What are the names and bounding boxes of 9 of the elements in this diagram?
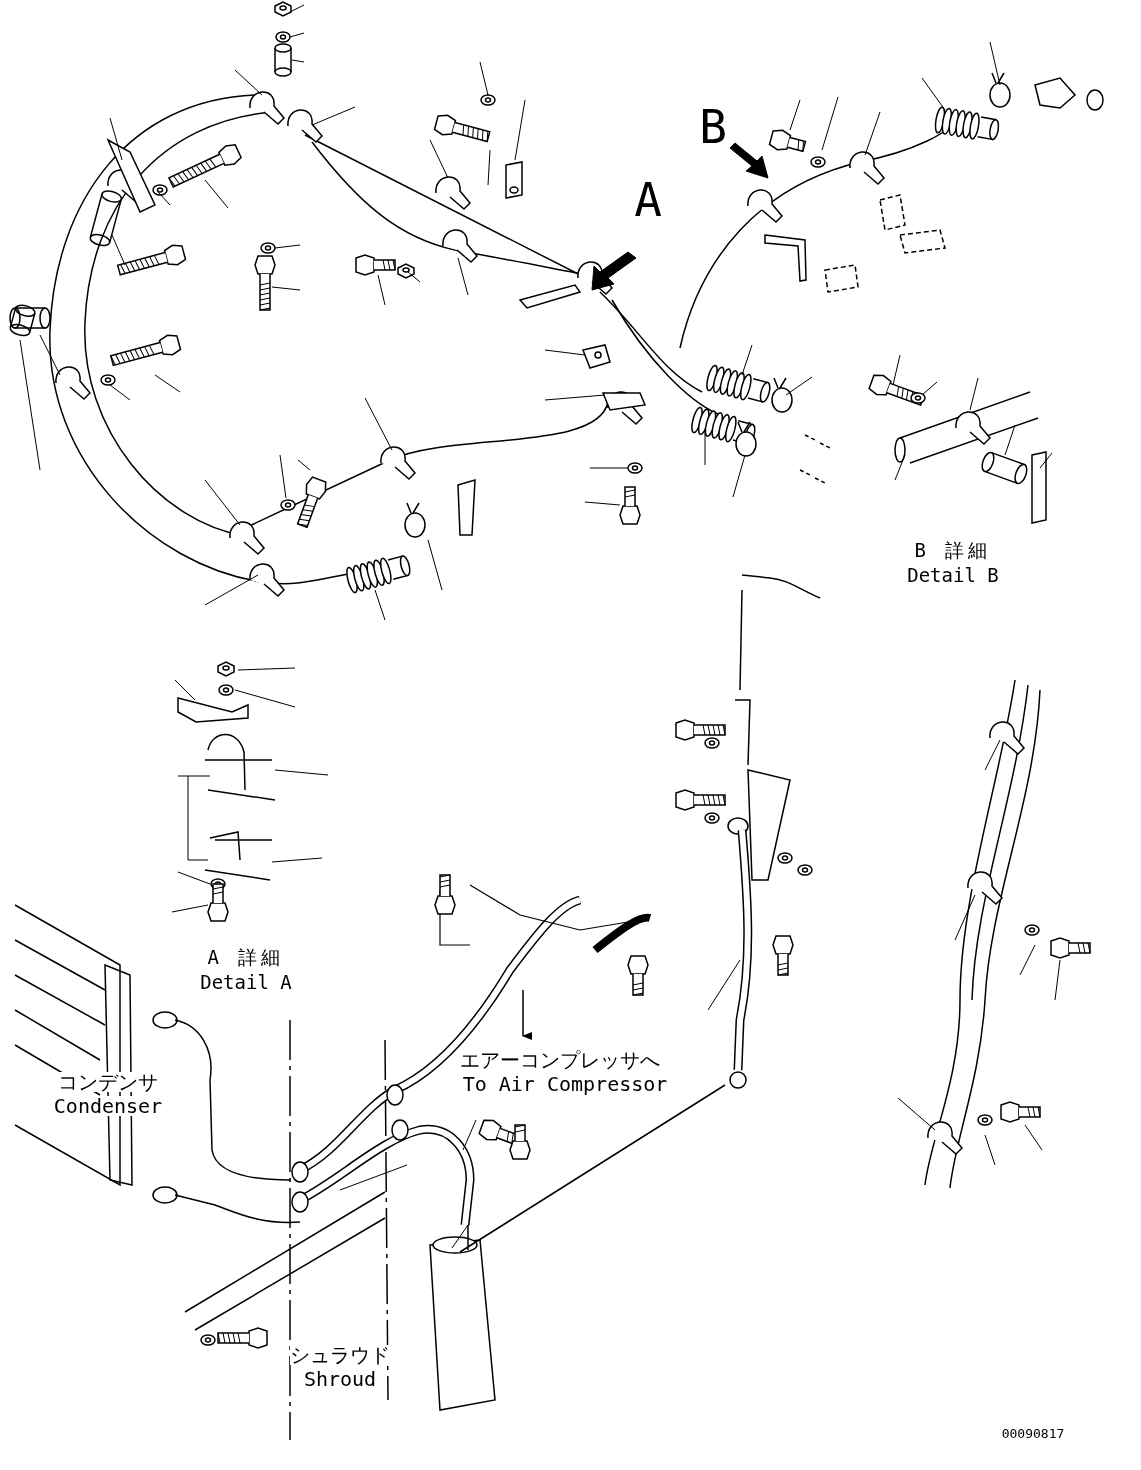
part-label: シュラウド xyxy=(290,1345,390,1365)
detail-heading: Detail A xyxy=(200,972,292,992)
detail-heading: Detail B xyxy=(907,565,999,585)
part-label: To Air Compressor xyxy=(462,1074,668,1094)
part-label: Shroud xyxy=(303,1369,377,1389)
part-label: Condenser xyxy=(53,1096,163,1116)
part-label: エアーコンプレッサへ xyxy=(460,1050,660,1070)
drawing-number: 00090817 xyxy=(1001,1426,1065,1440)
part-label: コンデンサ xyxy=(58,1072,158,1092)
